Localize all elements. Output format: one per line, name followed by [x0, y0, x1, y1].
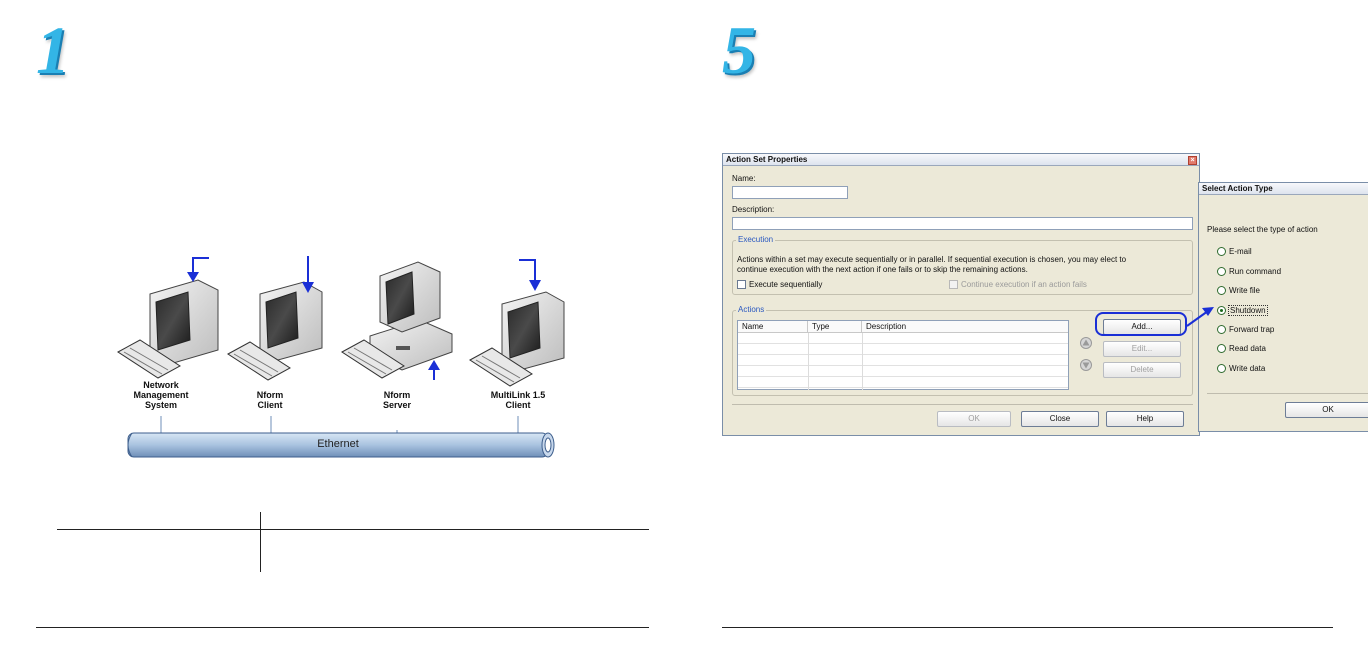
- option-write-file-label: Write file: [1229, 286, 1260, 295]
- name-label: Name:: [732, 174, 756, 183]
- node-label-nform-client: Nform Client: [256, 390, 284, 410]
- option-read-data-label: Read data: [1229, 344, 1266, 353]
- execution-group-title: Execution: [736, 235, 776, 244]
- option-email-label: E-mail: [1229, 247, 1252, 256]
- radio-write-data[interactable]: [1217, 364, 1226, 373]
- execution-text-2: continue execution with the next action …: [737, 265, 1028, 274]
- execution-group: [732, 240, 1193, 295]
- option-run-command-label: Run command: [1229, 267, 1282, 276]
- continue-on-fail-label: Continue execution if an action fails: [961, 280, 1087, 289]
- nms-computer-icon: [117, 279, 219, 379]
- action-set-dialog: Action Set Properties × Name: Descriptio…: [722, 153, 1200, 436]
- page-footer-rule-right: [722, 627, 1333, 628]
- name-input[interactable]: [732, 186, 848, 199]
- step-number-1: 1: [36, 12, 70, 88]
- select-ok-button[interactable]: OK: [1285, 402, 1368, 418]
- table-rule: [57, 529, 649, 530]
- table-row[interactable]: [738, 378, 1068, 388]
- select-prompt: Please select the type of action: [1207, 225, 1318, 234]
- edit-action-button[interactable]: Edit...: [1103, 341, 1181, 357]
- radio-read-data[interactable]: [1217, 344, 1226, 353]
- node-label-nform-server: Nform Server: [382, 390, 412, 410]
- table-row[interactable]: [738, 345, 1068, 355]
- continue-on-fail-checkbox[interactable]: [949, 280, 958, 289]
- ethernet-label: Ethernet: [317, 438, 359, 450]
- actions-table-header: Name Type Description: [738, 321, 1068, 333]
- server-computer-icon: [341, 261, 453, 379]
- radio-write-file[interactable]: [1217, 286, 1226, 295]
- radio-run-command[interactable]: [1217, 267, 1226, 276]
- select-dialog-title: Select Action Type: [1199, 183, 1368, 195]
- ethernet-bus: [127, 432, 555, 458]
- option-forward-trap-label: Forward trap: [1229, 325, 1275, 334]
- ok-button[interactable]: OK: [937, 411, 1011, 427]
- column-name[interactable]: Name: [738, 321, 808, 333]
- description-label: Description:: [732, 205, 775, 214]
- radio-shutdown[interactable]: [1217, 306, 1226, 315]
- radio-forward-trap[interactable]: [1217, 325, 1226, 334]
- table-row[interactable]: [738, 356, 1068, 366]
- page-footer-rule-left: [36, 627, 649, 628]
- table-row[interactable]: [738, 367, 1068, 377]
- move-up-icon[interactable]: [1080, 337, 1092, 349]
- select-action-type-dialog: Select Action Type Please select the typ…: [1198, 182, 1368, 432]
- table-row[interactable]: [738, 334, 1068, 344]
- actions-group-title: Actions: [736, 305, 767, 314]
- option-shutdown-label: Shutdown: [1228, 305, 1268, 316]
- description-input[interactable]: [732, 217, 1193, 230]
- add-button-highlight: [1095, 312, 1187, 336]
- table-divider: [260, 512, 261, 572]
- close-icon[interactable]: ×: [1188, 156, 1197, 165]
- node-label-nms: Network Management System: [133, 380, 189, 410]
- actions-table[interactable]: Name Type Description: [737, 320, 1069, 390]
- multilink-computer-icon: [469, 291, 565, 387]
- client-computer-icon: [227, 281, 323, 381]
- column-description[interactable]: Description: [866, 322, 907, 331]
- connector-arrow-icon: [1186, 307, 1214, 327]
- node-label-multilink: MultiLink 1.5 Client: [490, 390, 546, 410]
- execution-text-1: Actions within a set may execute sequent…: [737, 255, 1127, 264]
- dialog-title: Action Set Properties: [723, 154, 1199, 166]
- step-number-5: 5: [722, 12, 756, 88]
- option-write-data-label: Write data: [1229, 364, 1266, 373]
- execute-sequentially-checkbox[interactable]: [737, 280, 746, 289]
- radio-email[interactable]: [1217, 247, 1226, 256]
- network-diagram: [117, 256, 565, 458]
- help-button[interactable]: Help: [1106, 411, 1184, 427]
- move-down-icon[interactable]: [1080, 359, 1092, 371]
- close-button[interactable]: Close: [1021, 411, 1099, 427]
- callout-arrow-icon: [187, 256, 541, 380]
- delete-action-button[interactable]: Delete: [1103, 362, 1181, 378]
- actions-group: [732, 310, 1193, 396]
- column-type[interactable]: Type: [808, 321, 862, 333]
- execute-sequentially-label: Execute sequentially: [749, 280, 823, 289]
